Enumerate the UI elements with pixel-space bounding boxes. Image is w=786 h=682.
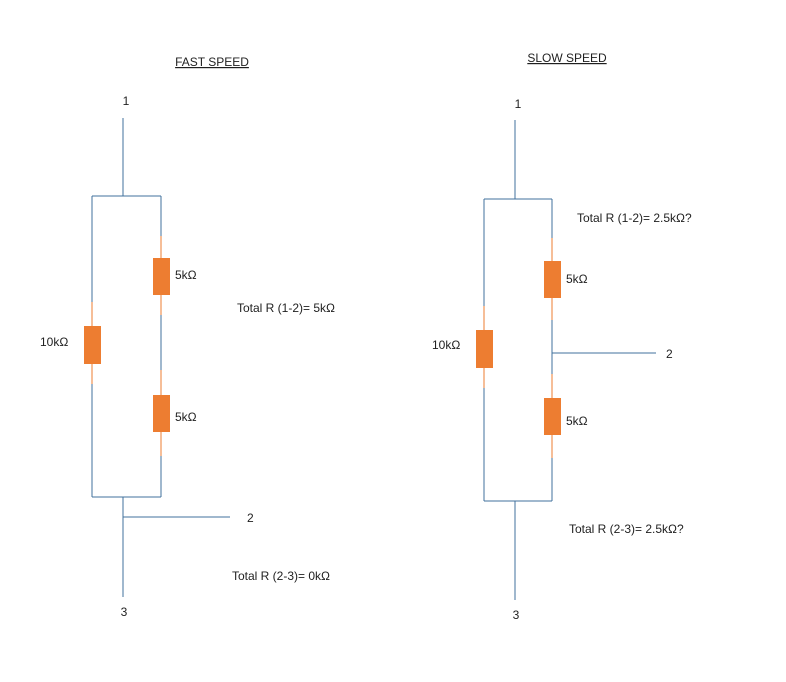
slow-resistor-5k-bottom <box>544 398 561 435</box>
fast-speed-circuit: FAST SPEED 1 5kΩ 5kΩ 10kΩ Total R (1-2)=… <box>40 55 335 619</box>
slow-r-bottom-label: 5kΩ <box>566 414 588 428</box>
slow-node-2-label: 2 <box>666 347 673 361</box>
slow-r-left-label: 10kΩ <box>432 338 460 352</box>
fast-resistor-5k-top <box>153 258 170 295</box>
slow-node-1-label: 1 <box>515 97 522 111</box>
fast-r-left-label: 10kΩ <box>40 335 68 349</box>
fast-r-top-label: 5kΩ <box>175 268 197 282</box>
slow-total-23: Total R (2-3)= 2.5kΩ? <box>569 522 684 536</box>
slow-node-3-label: 3 <box>513 608 520 622</box>
fast-node-3-label: 3 <box>121 605 128 619</box>
fast-title: FAST SPEED <box>175 55 249 69</box>
slow-r-top-label: 5kΩ <box>566 272 588 286</box>
fast-total-23: Total R (2-3)= 0kΩ <box>232 569 330 583</box>
fast-resistor-5k-bottom <box>153 395 170 432</box>
fast-node-2-label: 2 <box>247 511 254 525</box>
slow-speed-circuit: SLOW SPEED 1 Total R (1-2)= 2.5kΩ? 5kΩ 1… <box>432 51 692 622</box>
fast-resistor-10k <box>84 326 101 364</box>
fast-node-1-label: 1 <box>123 94 130 108</box>
slow-resistor-10k <box>476 330 493 368</box>
slow-title: SLOW SPEED <box>527 51 607 65</box>
slow-total-12: Total R (1-2)= 2.5kΩ? <box>577 211 692 225</box>
slow-resistor-5k-top <box>544 261 561 298</box>
fast-r-bottom-label: 5kΩ <box>175 410 197 424</box>
fast-total-12: Total R (1-2)= 5kΩ <box>237 301 335 315</box>
